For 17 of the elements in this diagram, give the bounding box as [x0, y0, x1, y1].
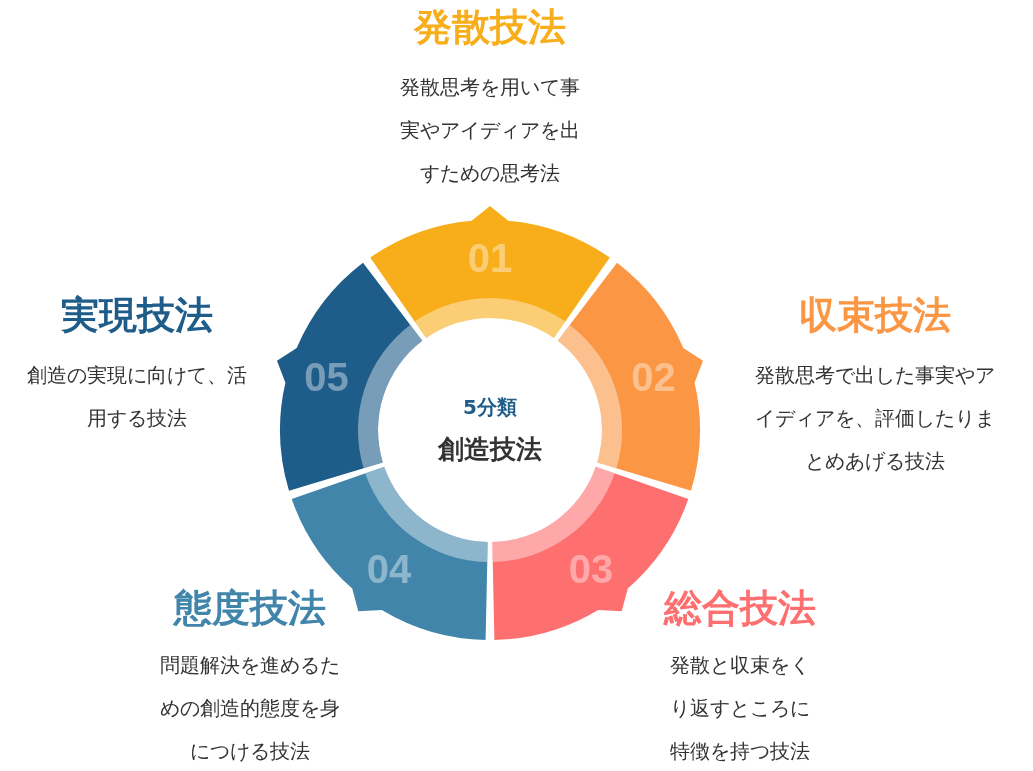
technique-description: 発散思考で出した事実やアイディアを、評価したりまとめあげる技法: [754, 362, 996, 475]
segment-number: 03: [568, 549, 614, 590]
segment-number: 02: [631, 356, 676, 397]
technique-description: 問題解決を進めるための創造的態度を身につける技法: [159, 652, 341, 765]
segment-number: 01: [467, 238, 513, 278]
technique-title: 発散技法: [414, 4, 566, 51]
technique-description: 創造の実現に向けて、活用する技法: [26, 362, 248, 432]
technique-title: 総合技法: [664, 585, 816, 632]
technique-title: 収束技法: [799, 292, 951, 339]
center-subtitle: 5分類: [463, 393, 517, 421]
technique-description: 発散思考を用いて事実やアイディアを出すための思考法: [399, 74, 581, 187]
technique-description: 発散と収束をくり返すところに特徴を持つ技法: [669, 652, 811, 765]
segment-number: 05: [304, 356, 349, 397]
technique-title: 態度技法: [174, 585, 326, 632]
center-title: 創造技法: [438, 432, 542, 466]
segment-number: 04: [366, 549, 412, 590]
technique-title: 実現技法: [61, 292, 213, 339]
